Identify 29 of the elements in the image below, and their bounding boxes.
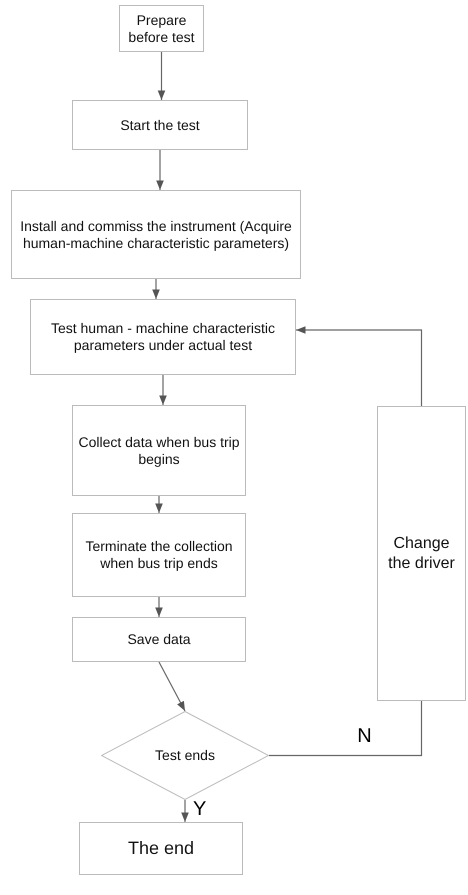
node-label: Save data [126,631,192,648]
node-label: Test human - machine characteristic parameters under actual test [50,320,276,354]
node-label: The end [126,838,196,860]
process-box [30,299,296,375]
process-box [377,406,466,701]
arrow [152,279,160,299]
node-label: Prepare before test [127,12,196,46]
node-label: Test ends [154,747,216,764]
node-label: Collect data when bus trip begins [77,434,241,468]
arrow [159,375,167,405]
node-label: Install and commiss the instrument (Acquire human-machine characteristic parameters) [19,218,293,252]
process-box [79,822,243,875]
node-label: Change the driver [387,534,456,573]
arrow [156,150,164,190]
process-box [119,5,204,52]
node-label: Start the test [119,116,201,134]
arrow [296,326,422,406]
arrow [158,662,186,712]
process-box [11,190,301,279]
process-box [72,405,246,496]
decision-diamond [101,711,269,800]
process-box [72,617,246,662]
process-box [72,513,246,597]
arrow [181,800,189,822]
arrow [155,597,163,617]
arrow [155,496,163,513]
node-label: Terminate the collection when bus trip ends [84,538,234,572]
arrow [158,52,166,100]
process-box [72,100,248,150]
